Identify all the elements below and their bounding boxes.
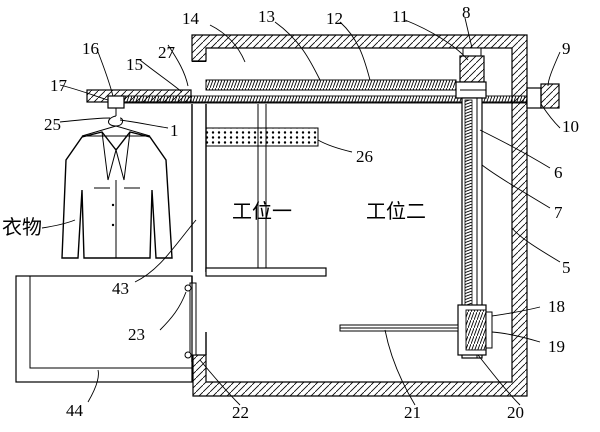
label-22: 22 [232, 403, 249, 422]
label-44: 44 [66, 401, 84, 420]
label-9: 9 [562, 39, 571, 58]
label-5: 5 [562, 258, 571, 277]
slider-block [455, 47, 487, 99]
label-17: 17 [50, 76, 68, 95]
label-21: 21 [404, 403, 421, 422]
label-15: 15 [126, 55, 143, 74]
label-10: 10 [562, 117, 579, 136]
label-23: 23 [128, 325, 145, 344]
motor-right [526, 83, 560, 109]
label-11: 11 [392, 7, 408, 26]
vertical-column [461, 97, 483, 359]
door-assembly [15, 275, 197, 383]
label-43: 43 [112, 279, 129, 298]
gripper [457, 304, 493, 356]
caption-station-one: 工位一 [232, 199, 292, 223]
lower-bar [339, 324, 459, 332]
label-18: 18 [548, 297, 565, 316]
caption-station-two: 工位二 [366, 199, 426, 223]
label-1: 1 [170, 121, 179, 140]
label-8: 8 [462, 3, 471, 22]
label-13: 13 [258, 7, 275, 26]
label-20: 20 [507, 403, 524, 422]
label-6: 6 [554, 163, 563, 182]
label-25: 25 [44, 115, 61, 134]
label-7: 7 [554, 203, 563, 222]
label-26: 26 [356, 147, 373, 166]
garment [61, 131, 173, 259]
label-27: 27 [158, 43, 176, 62]
label-16: 16 [82, 39, 99, 58]
hanger [81, 95, 151, 137]
label-14: 14 [182, 9, 200, 28]
label-19: 19 [548, 337, 565, 356]
leader-lines [41, 17, 561, 406]
caption-clothes: 衣物 [2, 215, 42, 239]
label-12: 12 [326, 9, 343, 28]
station-one [205, 104, 327, 277]
